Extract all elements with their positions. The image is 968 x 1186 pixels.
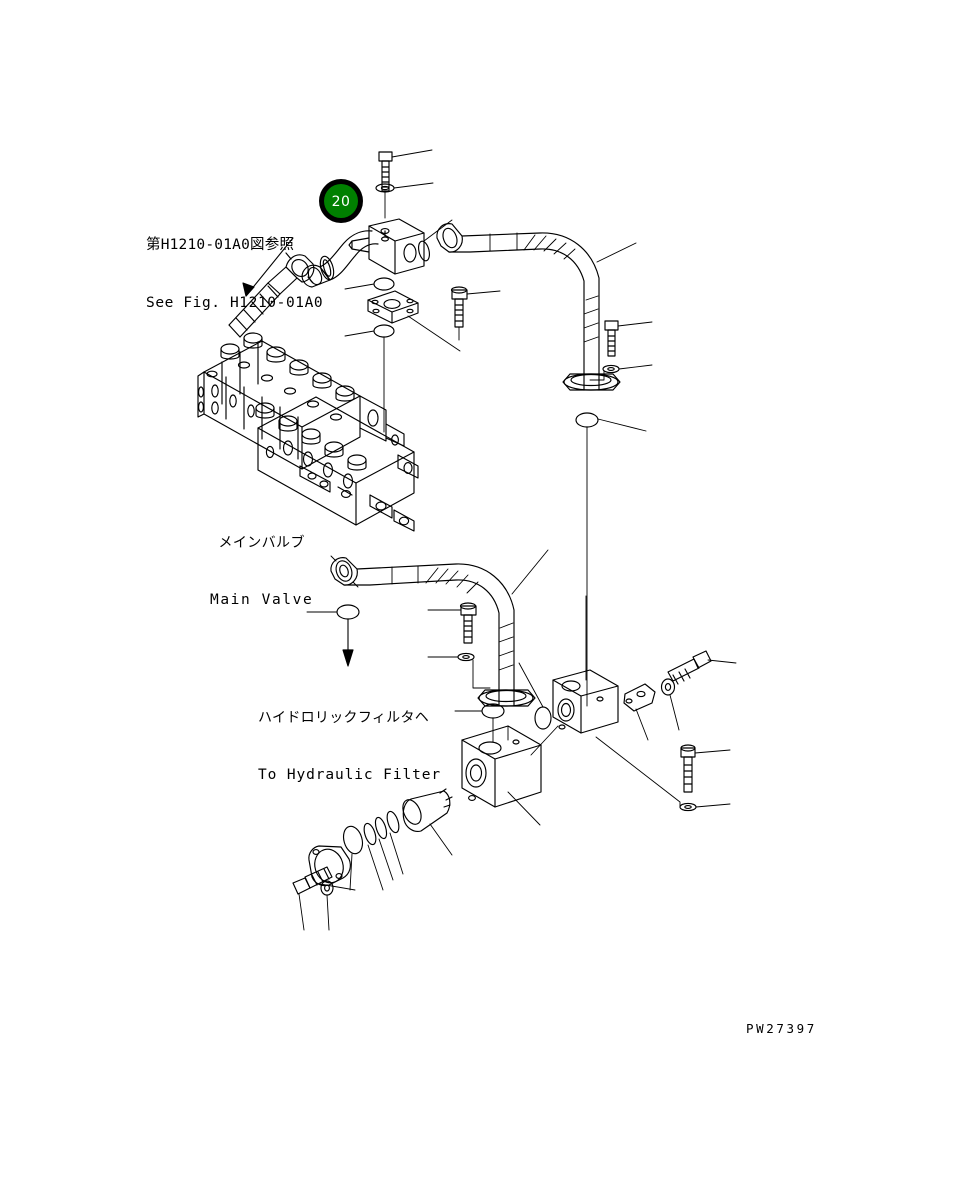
small-valve-block-upper-right [530,595,619,756]
clamp-bracket [623,683,656,741]
washer-top-1 [375,182,434,193]
square-mounting-flange [367,290,419,324]
o-ring-block-lower [454,703,505,743]
small-valve-block-lower [461,725,542,826]
reference-leader-arrow [242,237,294,297]
plug-cap [402,788,453,856]
callout-disc [324,184,358,218]
reference-figure-label: 第H1210-01A0図参照 See Fig. H1210-01A0 [146,198,323,351]
bolt-lower-pipe [427,602,477,644]
inlet-hose-assembly [228,252,315,338]
washer-lower-right [595,736,731,812]
main-valve-jp: メインバルブ [218,535,305,552]
o-ring-filter-leader [306,604,360,667]
reference-figure-en: See Fig. H1210-01A0 [146,294,324,311]
washer-cover-plate [320,880,334,931]
seal-ring-3 [363,822,384,891]
small-valve-block-upper [348,218,425,275]
hydraulic-filter-en: To Hydraulic Filter [258,766,441,783]
upper-hydraulic-tube [436,223,637,391]
o-ring-block-upper-right [518,662,552,730]
leader-flange [407,315,461,352]
hydraulic-filter-jp: ハイドロリックフィルタヘ [258,710,430,727]
pipe-gasket-upper [418,219,453,262]
bolt-cover-plate [292,866,333,931]
lower-hydraulic-tube [330,549,549,707]
main-valve-label: メインバルブ Main Valve [210,496,313,648]
o-ring-large [342,825,364,891]
main-valve-en: Main Valve [210,591,314,608]
seal-ring-1 [386,810,404,875]
bolt-pipe-bottom [604,320,653,357]
main-valve-assembly [197,332,419,532]
elbow-fitting [301,230,379,288]
o-ring-flange-lower [344,324,395,433]
callout-badge-20[interactable]: 20 [319,179,363,223]
bolt-top-1 [378,149,433,219]
drawing-code: PW27397 [746,1021,817,1036]
o-ring-long-leader [575,412,647,707]
bolt-long-clamp [667,650,737,685]
washer-pipe-bottom [589,364,653,381]
reference-figure-jp: 第H1210-01A0図参照 [146,237,295,254]
hydraulic-filter-label: ハイドロリックフィルタヘ To Hydraulic Filter [258,671,441,823]
washer-clamp [660,678,680,731]
bolt-upper-pipe [450,286,501,341]
washer-lower-pipe [427,652,491,689]
callout-number: 20 [331,193,351,210]
bolt-lower-right [680,744,731,793]
seal-ring-2 [374,816,394,881]
o-ring-flange-upper [344,277,395,291]
